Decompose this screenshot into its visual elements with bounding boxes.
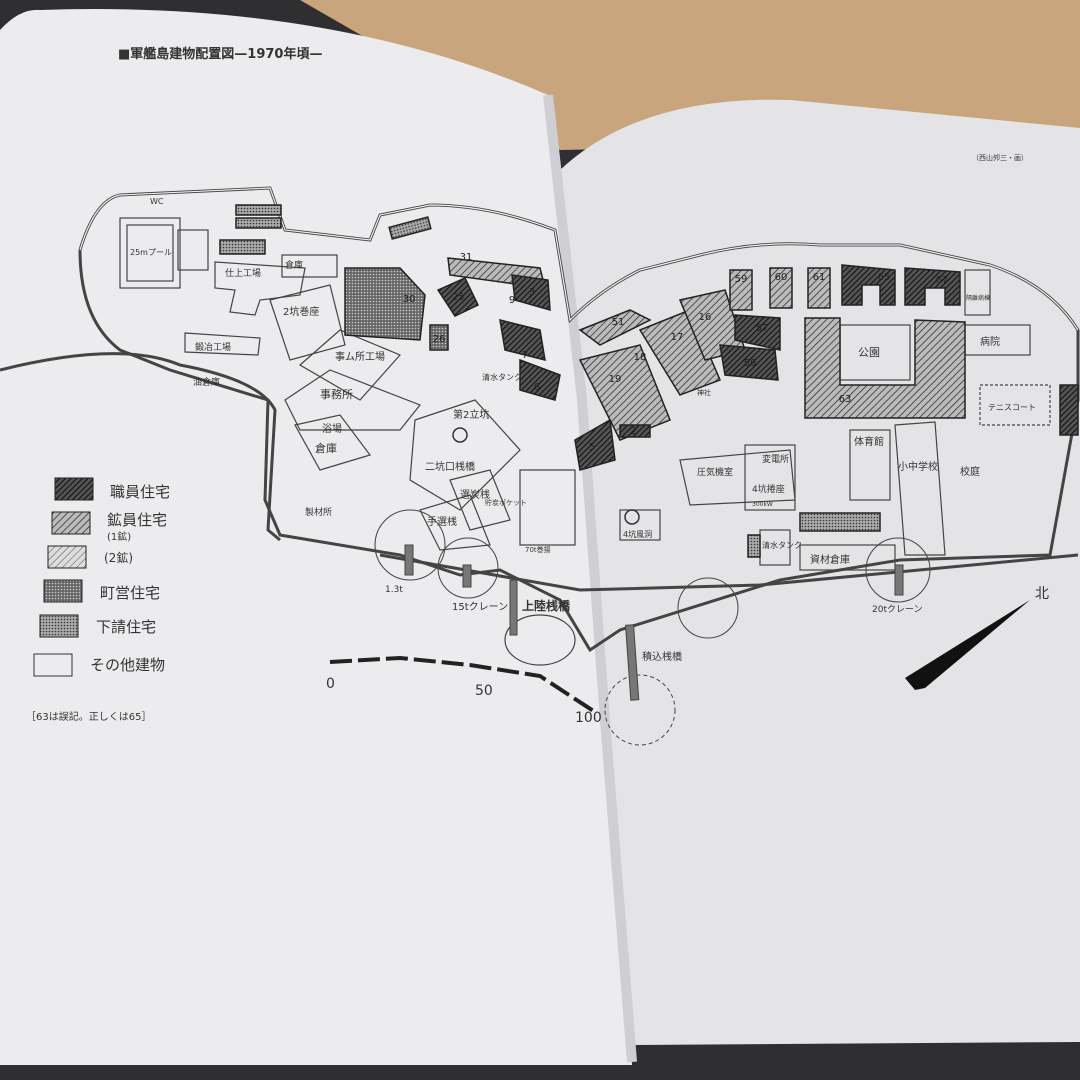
svg-text:60: 60: [775, 272, 788, 283]
label-landing-pier: 上陸桟橋: [522, 598, 571, 613]
svg-text:19: 19: [609, 374, 622, 385]
label-300kw: 300kW: [752, 501, 773, 508]
label-schoolyard: 校庭: [960, 465, 980, 478]
legend-label: その他建物: [90, 656, 165, 674]
svg-text:17: 17: [671, 332, 684, 343]
svg-text:51: 51: [612, 317, 625, 328]
label-office: 事務所: [320, 387, 353, 401]
legend-swatch-subcontractor-housing: [39, 614, 79, 638]
svg-text:26: 26: [433, 334, 446, 345]
north-label: 北: [1035, 586, 1049, 602]
label-crane-15t: 15tクレーン: [452, 601, 508, 613]
legend-sublabel: (1鉱): [107, 530, 131, 543]
residential-buildings: [219, 204, 1079, 558]
label-oil-store: 油倉庫: [193, 376, 220, 388]
map-labels: WC 25mプール 倉庫 仕上工場 2坑巻座 事ム所工場 鍛冶工場 油倉庫 事務…: [130, 197, 1036, 663]
label-materials-warehouse: 資材倉庫: [810, 553, 850, 566]
north-arrow-icon: [905, 600, 1030, 690]
svg-text:100: 100: [575, 710, 602, 726]
label-school: 小中学校: [898, 460, 938, 473]
svg-text:57: 57: [756, 323, 769, 334]
legend-swatch-other-buildings: [33, 653, 73, 677]
label-bath: 浴場: [322, 422, 342, 435]
label-tennis-court: テニスコート: [988, 403, 1036, 412]
label-substation: 変電所: [762, 453, 789, 465]
svg-text:56: 56: [744, 358, 757, 369]
label-hoist-4: 4坑捲座: [752, 483, 785, 495]
svg-text:7: 7: [522, 350, 528, 361]
island-coastline: [0, 186, 1080, 653]
building-number-labels: 30 25 26 31 3 9 7 6 5 51 16 17 18 19 2 5…: [403, 252, 949, 453]
label-smithy: 鍛冶工場: [195, 341, 231, 353]
label-airshaft-4: 4坑風洞: [623, 529, 652, 539]
other-buildings: [119, 217, 1051, 666]
svg-text:9: 9: [509, 295, 515, 306]
label-water-tank-2: 清水タンク: [762, 540, 802, 550]
legend-swatch-miner-housing-1: [51, 511, 91, 535]
label-hoist-2: 2坑巻座: [283, 305, 319, 318]
label-sawmill: 製材所: [305, 506, 332, 518]
svg-text:59: 59: [735, 274, 748, 285]
svg-text:25: 25: [452, 292, 465, 303]
svg-text:16: 16: [699, 312, 712, 323]
label-warehouse-2: 倉庫: [315, 441, 337, 455]
left-page: [0, 9, 632, 1066]
svg-text:63: 63: [839, 394, 852, 405]
label-pool: 25mプール: [130, 248, 172, 257]
label-hand-sorting: 手選桟: [427, 515, 457, 528]
north-arrow: 北: [905, 586, 1049, 690]
label-hospital: 病院: [980, 335, 1000, 348]
label-park: 公園: [858, 346, 880, 359]
credit: （西山夘三・画）: [972, 153, 1028, 162]
legend-swatch-miner-housing-2: [47, 545, 87, 569]
svg-text:0: 0: [326, 676, 335, 692]
label-finishing-shop: 仕上工場: [225, 267, 261, 279]
scale-bar: 0 50 100: [326, 655, 602, 726]
label-coal-sorting: 選炭桟: [460, 488, 490, 501]
legend-swatch-town-housing: [43, 579, 83, 603]
label-gym: 体育館: [854, 435, 884, 448]
legend-label: 町営住宅: [100, 584, 160, 602]
svg-text:2: 2: [631, 426, 637, 437]
svg-text:61: 61: [813, 272, 826, 283]
svg-text:65: 65: [878, 272, 891, 283]
label-water-tank-1: 清水タンク: [482, 372, 522, 382]
label-pier-2: 二坑口桟橋: [425, 460, 475, 473]
label-shaft-2: 第2立坑: [453, 408, 489, 421]
legend-label: 職員住宅: [110, 483, 170, 501]
erratum-note: ［63は誤記。正しくは65］: [26, 710, 151, 723]
map-title: ■軍艦島建物配置図—1970年頃—: [118, 46, 322, 62]
label-hoist-70t: 70t巻揚: [525, 545, 551, 554]
svg-text:30: 30: [403, 294, 416, 305]
label-office-works: 事ム所工場: [335, 350, 385, 363]
gutter: [543, 94, 637, 1063]
legend-swatch-staff-housing: [54, 477, 94, 501]
svg-text:50: 50: [475, 683, 493, 699]
label-isolation-ward: 隔離病棟: [966, 294, 990, 302]
svg-text:18: 18: [634, 352, 647, 363]
svg-text:31: 31: [460, 252, 473, 263]
legend: 職員住宅 鉱員住宅 (1鉱) (2鉱) 町営住宅 下請住宅 その他建物 ［63は…: [26, 477, 170, 723]
label-compressor-room: 圧気機室: [697, 466, 733, 478]
label-shrine: 神社: [697, 388, 711, 397]
label-loading-pier: 積込桟橋: [642, 650, 682, 663]
label-warehouse: 倉庫: [285, 259, 303, 271]
svg-text:3: 3: [529, 287, 535, 298]
svg-text:67: 67: [936, 275, 949, 286]
svg-text:5: 5: [589, 442, 595, 453]
crane-circles: [374, 509, 931, 746]
legend-label: 鉱員住宅: [107, 511, 167, 529]
legend-label: (2鉱): [104, 550, 133, 565]
label-coal-pocket: 貯炭ポケット: [485, 498, 527, 507]
label-crane-1-3t: 1.3t: [385, 585, 403, 595]
legend-label: 下請住宅: [96, 618, 156, 636]
label-wc: WC: [150, 197, 164, 206]
svg-text:6: 6: [534, 382, 540, 393]
label-crane-20t: 20tクレーン: [872, 604, 923, 615]
